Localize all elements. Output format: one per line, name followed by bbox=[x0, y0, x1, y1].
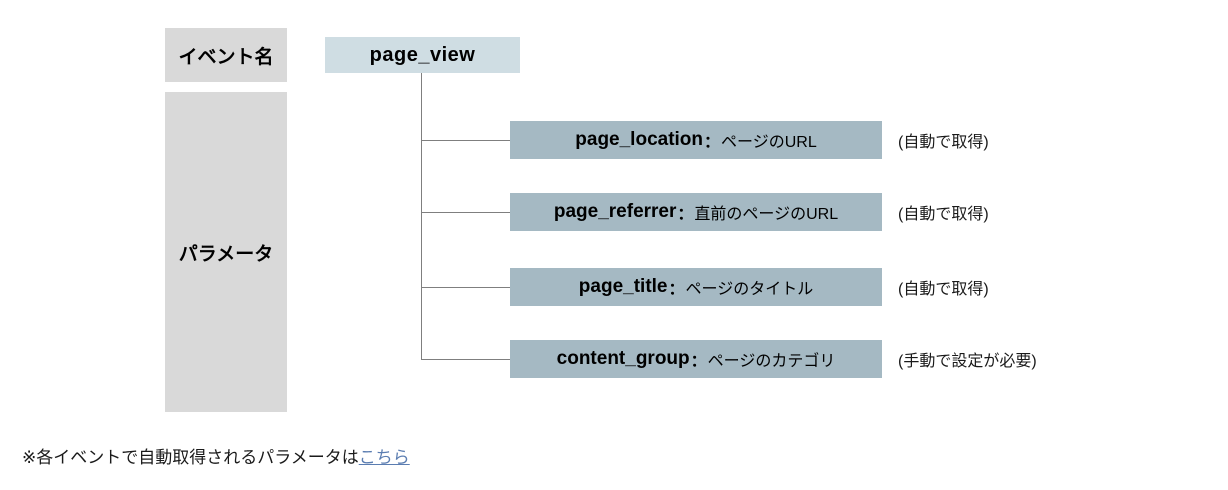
parameter-row-page-referrer: page_referrer：直前のページのURL (自動で取得) bbox=[421, 193, 1041, 231]
footer-note-text: ※各イベントで自動取得されるパラメータは bbox=[22, 448, 359, 467]
event-name-label: イベント名 bbox=[178, 46, 274, 68]
parameter-name: content_group bbox=[556, 348, 690, 369]
event-name-box: page_view bbox=[325, 37, 520, 73]
parameter-description: ページのURL bbox=[721, 134, 817, 151]
connector-branch-line bbox=[421, 140, 510, 141]
parameter-description: 直前のページのURL bbox=[694, 206, 839, 223]
parameter-label-box: パラメータ bbox=[165, 92, 287, 412]
parameter-acquisition-note: (自動で取得) bbox=[898, 206, 989, 223]
connector-branch-line bbox=[421, 212, 510, 213]
parameter-name: page_location bbox=[575, 129, 704, 150]
connector-trunk-line bbox=[421, 73, 422, 360]
event-name-text: page_view bbox=[369, 43, 476, 66]
parameter-separator: ： bbox=[668, 281, 685, 298]
parameter-separator: ： bbox=[690, 353, 707, 370]
connector-branch-line bbox=[421, 359, 510, 360]
parameter-box: page_referrer：直前のページのURL bbox=[510, 193, 882, 231]
parameter-separator: ： bbox=[677, 206, 694, 223]
parameter-description: ページのタイトル bbox=[685, 281, 814, 298]
parameter-box: content_group：ページのカテゴリ bbox=[510, 340, 882, 378]
parameter-row-page-title: page_title：ページのタイトル (自動で取得) bbox=[421, 268, 1041, 306]
footer-note: ※各イベントで自動取得されるパラメータはこちら bbox=[22, 443, 410, 468]
kochira-link[interactable]: こちら bbox=[358, 448, 410, 467]
parameter-acquisition-note: (自動で取得) bbox=[898, 281, 989, 298]
parameter-name: page_title bbox=[578, 276, 668, 297]
parameter-box: page_location：ページのURL bbox=[510, 121, 882, 159]
event-name-label-box: イベント名 bbox=[165, 28, 287, 82]
parameter-box: page_title：ページのタイトル bbox=[510, 268, 882, 306]
parameter-separator: ： bbox=[704, 134, 721, 151]
parameter-acquisition-note: (自動で取得) bbox=[898, 134, 989, 151]
parameter-row-content-group: content_group：ページのカテゴリ (手動で設定が必要) bbox=[421, 340, 1041, 378]
connector-branch-line bbox=[421, 287, 510, 288]
parameter-label: パラメータ bbox=[178, 243, 274, 265]
parameter-description: ページのカテゴリ bbox=[707, 353, 836, 370]
parameter-acquisition-note: (手動で設定が必要) bbox=[898, 353, 1037, 370]
parameter-name: page_referrer bbox=[553, 201, 677, 222]
parameter-row-page-location: page_location：ページのURL (自動で取得) bbox=[421, 121, 1041, 159]
